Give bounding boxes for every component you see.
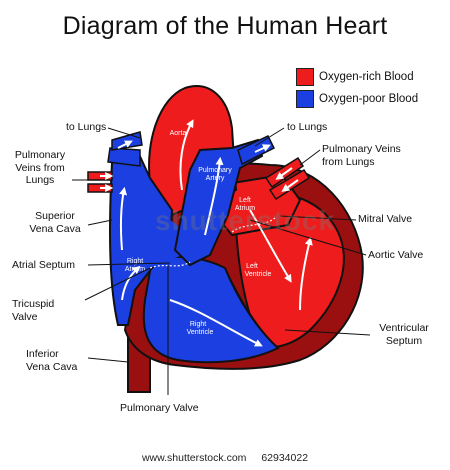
label-line: from Lungs [322, 155, 375, 168]
label-line: Pulmonary Veins [322, 143, 401, 155]
pulmonary-artery [173, 138, 264, 267]
flow-arrows [100, 119, 313, 347]
pulmonary-branch-right [237, 135, 276, 166]
legend-swatch-oxygen-rich [296, 68, 314, 86]
label-right-atrium-1: Right [127, 258, 143, 265]
label-line: Pulmonary [14, 149, 66, 161]
pulmonary-branch-left-b [111, 131, 143, 151]
legend-swatch-oxygen-poor [296, 90, 314, 108]
label-pulmonary-artery-2: Artery [206, 175, 225, 182]
watermark-text: shutterstock [155, 205, 336, 236]
label-line: Valve [12, 310, 38, 323]
page-title: Diagram of the Human Heart [62, 12, 388, 40]
label-right-ventricle-1: Right [190, 321, 206, 328]
footer-image-id: 62934022 [261, 452, 309, 464]
label-to-lungs-right: to Lungs [287, 121, 328, 133]
ventricular-septum-line [224, 267, 279, 349]
legend-item-oxygen-poor: Oxygen-poor Blood [296, 90, 418, 108]
label-pulmonary-veins-left: Pulmonary Veins from Lungs [6, 149, 74, 187]
label-inferior-vena-cava: Inferior Vena Cava [26, 348, 77, 373]
label-aortic-valve: Aortic Valve [368, 249, 424, 261]
label-right-atrium-2: Atrium [125, 266, 145, 273]
label-line: Superior [35, 210, 75, 222]
pulmonary-branch-left [107, 147, 141, 167]
legend-item-oxygen-rich: Oxygen-rich Blood [296, 68, 414, 86]
label-to-lungs-left: to Lungs [66, 121, 107, 133]
label-pulmonary-artery-1: Pulmonary [198, 167, 232, 174]
label-left-ventricle-2: Ventricle [245, 271, 272, 278]
label-left-atrium-1: Left [239, 197, 251, 204]
label-atrial-septum: Atrial Septum [12, 259, 76, 271]
label-right-ventricle-2: Ventricle [187, 329, 214, 336]
legend-label: Oxygen-poor Blood [319, 93, 419, 105]
label-tricuspid-valve: Tricuspid Valve [12, 298, 54, 323]
label-line: Veins from [15, 161, 65, 174]
label-pulmonary-valve: Pulmonary Valve [120, 402, 199, 414]
label-pulmonary-veins-right: Pulmonary Veins from Lungs [322, 143, 401, 168]
label-ventricular-septum: Ventricular Septum [364, 322, 444, 347]
footer-site: www.shutterstock.com [141, 452, 247, 464]
label-left-atrium-2: Atrium [235, 205, 255, 212]
label-line: Inferior [26, 348, 59, 360]
footer: www.shutterstock.com 62934022 [0, 452, 450, 464]
legend-label: Oxygen-rich Blood [319, 71, 414, 83]
label-superior-vena-cava: Superior Vena Cava [20, 210, 90, 235]
label-left-ventricle-1: Left [246, 263, 258, 270]
label-line: Tricuspid [12, 298, 55, 310]
label-line: Septum [385, 334, 423, 347]
label-line: Vena Cava [26, 360, 78, 373]
leader-lines [72, 127, 371, 395]
label-line: Lungs [25, 174, 55, 186]
tricuspid-valve [149, 261, 191, 269]
mitral-valve [231, 217, 276, 233]
label-line: Vena Cava [29, 222, 81, 235]
label-mitral-valve: Mitral Valve [358, 213, 413, 225]
label-line: Ventricular [379, 322, 429, 334]
label-aorta: Aorta [170, 130, 187, 137]
